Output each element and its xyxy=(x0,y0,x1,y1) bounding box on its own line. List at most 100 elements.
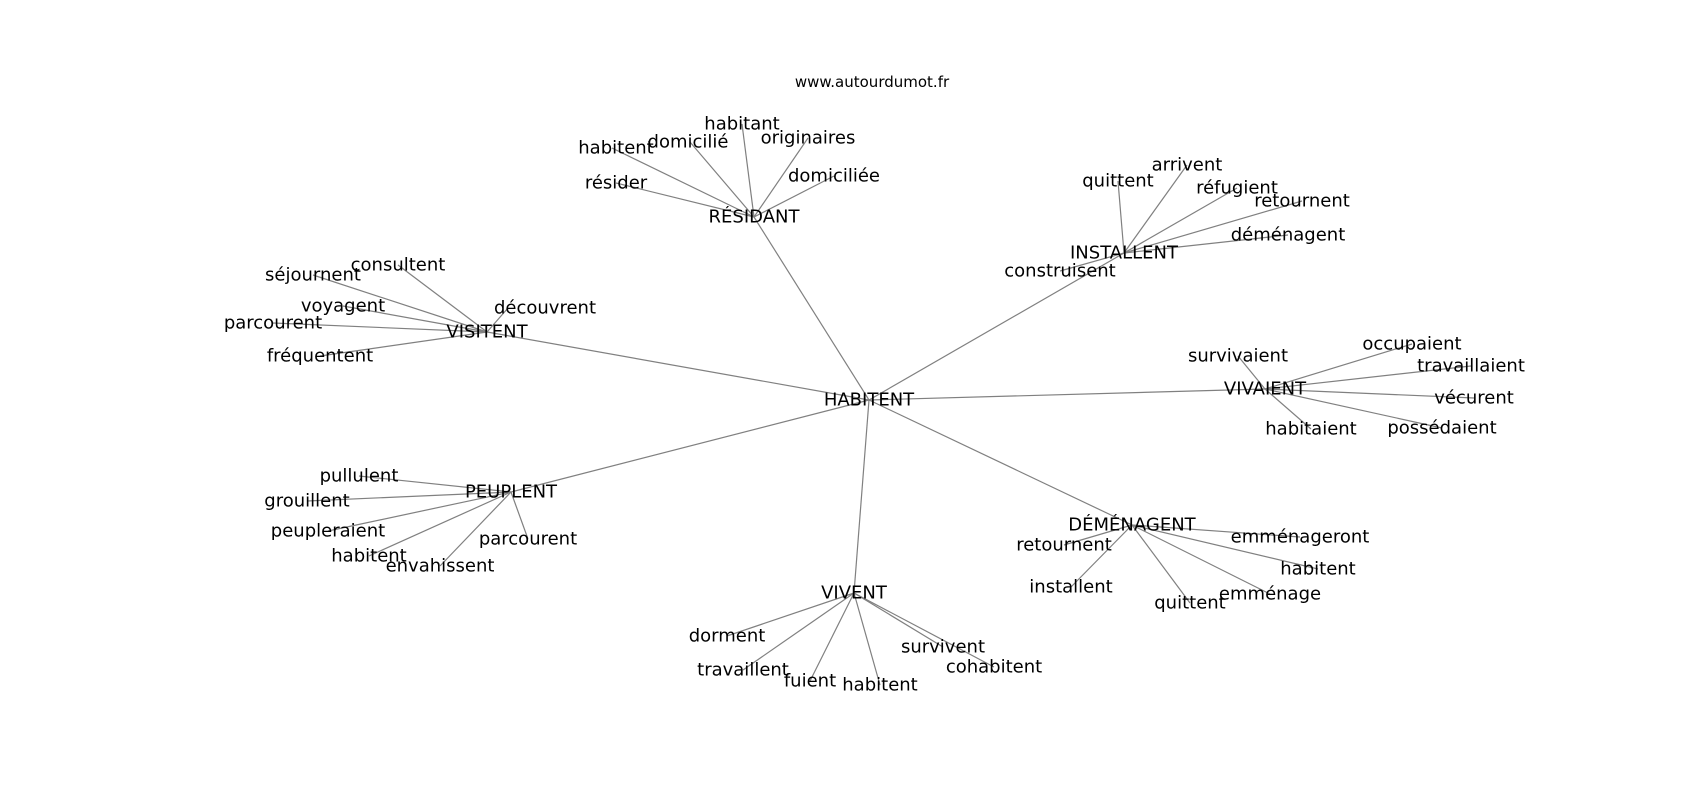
edge-center-hub xyxy=(868,252,1125,401)
edge-hub-leaf xyxy=(753,175,835,218)
edge-hub-leaf xyxy=(272,322,488,333)
source-credit: www.autourdumot.fr xyxy=(795,73,950,91)
leaf-word-node: emménage xyxy=(1219,584,1321,605)
edge-hub-leaf xyxy=(615,182,755,218)
leaf-word-node: habitaient xyxy=(1265,419,1357,440)
hub-word-node: VIVENT xyxy=(821,583,888,604)
edge-hub-leaf xyxy=(1117,180,1125,254)
leaf-word-node: parcourent xyxy=(479,529,577,550)
edge-hub-leaf xyxy=(510,491,529,540)
leaf-word-node: voyagent xyxy=(301,296,385,317)
leaf-word-node: dorment xyxy=(689,626,766,647)
leaf-word-node: travaillent xyxy=(697,660,789,681)
edge-center-hub xyxy=(853,399,870,594)
edge-hub-leaf xyxy=(327,491,512,532)
edge-hub-leaf xyxy=(741,123,755,218)
edge-hub-leaf xyxy=(1264,343,1413,390)
edge-hub-leaf xyxy=(1123,200,1303,254)
leaf-word-node: emménageront xyxy=(1231,527,1370,548)
edge-hub-leaf xyxy=(1131,524,1191,604)
edge-hub-leaf xyxy=(726,592,855,637)
edge-hub-leaf xyxy=(1264,388,1443,429)
leaf-word-node: séjournent xyxy=(265,265,361,286)
leaf-word-node: consultent xyxy=(351,255,446,276)
graph-labels: RÉSIDANThabitentdomiciliéhabitantorigina… xyxy=(224,114,1525,696)
edge-hub-leaf xyxy=(753,137,809,218)
leaf-word-node: parcourent xyxy=(224,313,322,334)
edge-hub-leaf xyxy=(319,331,488,357)
hub-word-node: PEUPLENT xyxy=(465,482,558,503)
edge-hub-leaf xyxy=(1237,355,1266,390)
leaf-word-node: domicilié xyxy=(648,132,729,153)
edge-hub-leaf xyxy=(368,491,512,557)
hub-word-node: DÉMÉNAGENT xyxy=(1068,514,1196,536)
edge-center-hub xyxy=(510,399,870,493)
hub-word-node: INSTALLENT xyxy=(1070,243,1179,264)
edge-hub-leaf xyxy=(809,592,855,682)
edge-hub-leaf xyxy=(306,491,512,502)
leaf-word-node: retournent xyxy=(1254,191,1350,212)
leaf-word-node: grouillent xyxy=(264,491,349,512)
edge-hub-leaf xyxy=(853,592,995,668)
edge-hub-leaf xyxy=(1264,388,1475,399)
leaf-word-node: vécurent xyxy=(1434,388,1514,409)
leaf-word-node: habitent xyxy=(331,546,406,567)
leaf-word-node: envahissent xyxy=(386,556,495,577)
edge-hub-leaf xyxy=(1123,234,1289,254)
edge-hub-leaf xyxy=(486,307,509,333)
edge-hub-leaf xyxy=(742,592,855,671)
edge-hub-leaf xyxy=(1264,388,1312,430)
hub-word-node: RÉSIDANT xyxy=(709,206,801,228)
hub-word-node: VIVAIENT xyxy=(1224,379,1307,400)
edge-center-hub xyxy=(868,388,1266,401)
leaf-word-node: possédaient xyxy=(1387,418,1496,439)
leaf-word-node: habitent xyxy=(578,138,653,159)
leaf-word-node: peupleraient xyxy=(271,521,385,542)
leaf-word-node: habitant xyxy=(704,114,779,135)
leaf-word-node: originaires xyxy=(761,128,856,149)
edge-hub-leaf xyxy=(1131,524,1271,595)
leaf-word-node: déménagent xyxy=(1231,225,1346,246)
edge-hub-leaf xyxy=(853,592,881,686)
leaf-word-node: habitent xyxy=(1280,559,1355,580)
edge-hub-leaf xyxy=(312,274,488,333)
edge-hub-leaf xyxy=(1123,187,1238,254)
edge-center-hub xyxy=(753,216,870,401)
edge-hub-leaf xyxy=(1123,164,1188,254)
leaf-word-node: habitent xyxy=(842,675,917,696)
leaf-word-node: quittent xyxy=(1154,593,1226,614)
leaf-word-node: arrivent xyxy=(1152,155,1223,176)
leaf-word-node: fréquentent xyxy=(267,346,373,367)
leaf-word-node: réfugient xyxy=(1196,178,1278,199)
edge-hub-leaf xyxy=(397,264,488,333)
leaf-word-node: occupaient xyxy=(1362,334,1461,355)
leaf-word-node: survivaient xyxy=(1188,346,1288,367)
edge-hub-leaf xyxy=(1131,524,1301,538)
edge-hub-leaf xyxy=(439,491,512,567)
edge-hub-leaf xyxy=(1131,524,1319,570)
leaf-word-node: résider xyxy=(585,173,648,194)
graph-edges xyxy=(272,123,1475,686)
leaf-word-node: retournent xyxy=(1016,535,1112,556)
edge-hub-leaf xyxy=(342,305,488,333)
leaf-word-node: pullulent xyxy=(320,466,399,487)
edge-hub-leaf xyxy=(1059,252,1125,272)
leaf-word-node: installent xyxy=(1029,577,1112,598)
leaf-word-node: quittent xyxy=(1082,171,1154,192)
leaf-word-node: travaillaient xyxy=(1417,356,1525,377)
edge-hub-leaf xyxy=(1063,524,1133,546)
edge-hub-leaf xyxy=(1070,524,1133,588)
leaf-word-node: domiciliée xyxy=(788,166,880,187)
edge-hub-leaf xyxy=(611,147,755,218)
leaf-word-node: cohabitent xyxy=(946,657,1042,678)
leaf-word-node: construisent xyxy=(1004,261,1115,282)
edge-hub-leaf xyxy=(358,475,512,493)
edge-hub-leaf xyxy=(1264,365,1472,390)
edge-center-hub xyxy=(868,399,1133,526)
leaf-word-node: découvrent xyxy=(494,298,596,319)
leaf-word-node: survivent xyxy=(901,637,985,658)
edge-hub-leaf xyxy=(853,592,944,648)
edge-hub-leaf xyxy=(689,141,755,218)
center-word-node: HABITENT xyxy=(824,390,915,411)
